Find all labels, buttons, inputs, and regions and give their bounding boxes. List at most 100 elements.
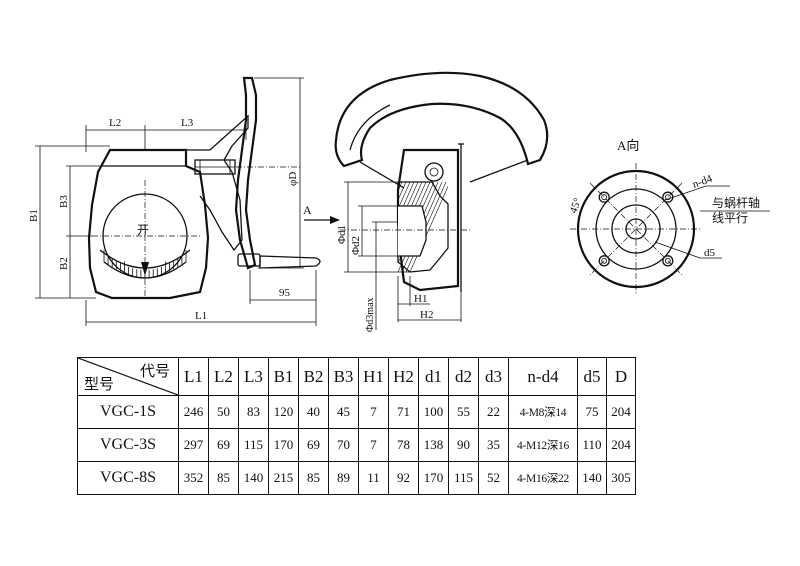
value-cell: 85 <box>298 461 329 495</box>
rim-inner-curve <box>349 104 391 151</box>
note-line2: 线平行 <box>712 211 748 225</box>
label-B3: B3 <box>58 195 70 208</box>
model-cell: VGC-3S <box>77 428 179 462</box>
value-cell: 7 <box>358 428 389 462</box>
housing-outline <box>87 148 210 300</box>
corner-bottom-label: 型号 <box>84 377 115 393</box>
corner-top-label: 代号 <box>139 364 170 380</box>
value-cell: 215 <box>268 461 299 495</box>
value-cell: 92 <box>388 461 419 495</box>
value-cell: 85 <box>208 461 239 495</box>
hatch-line <box>397 181 403 192</box>
scale-ticks <box>103 250 187 278</box>
col-header: n-d4 <box>508 357 578 396</box>
technical-drawing: 开 L2 L3 L1 95 B1 <box>28 71 770 332</box>
handwheel-rim-curved <box>334 71 549 168</box>
nd4-label: n-d4 <box>691 172 715 190</box>
value-cell: 71 <box>388 395 419 429</box>
model-cell: VGC-8S <box>77 461 179 495</box>
col-header: L1 <box>178 357 209 396</box>
value-cell: 70 <box>328 428 359 462</box>
left-dimensions: L2 L3 L1 95 B1 B3 B2 φD <box>28 77 317 326</box>
handle-grip <box>259 255 321 269</box>
value-cell: 115 <box>448 461 479 495</box>
handle-boss <box>237 253 261 267</box>
bolt-hole-inner <box>601 194 608 201</box>
hatch-line <box>397 181 407 201</box>
value-cell: 4-M8深14 <box>508 395 578 429</box>
arrow-A-label: A <box>303 203 312 217</box>
col-header: d3 <box>478 357 509 396</box>
label-d1: Φd1 <box>336 225 348 244</box>
value-cell: 7 <box>358 395 389 429</box>
bolt-hole-inner <box>664 257 671 264</box>
value-cell: 115 <box>238 428 269 462</box>
label-d3: Φd3max <box>365 297 376 332</box>
note-line1: 与蜗杆轴 <box>712 195 760 210</box>
value-cell: 69 <box>208 428 239 462</box>
d5-label: d5 <box>704 247 716 259</box>
value-cell: 140 <box>577 461 607 495</box>
value-cell: 138 <box>418 428 449 462</box>
hatch-line <box>397 181 411 210</box>
angle-45-label: 45° <box>568 196 585 215</box>
label-L2: L2 <box>109 117 121 129</box>
flange-view-A: A向 45° n-d4 与蜗杆轴 线平行 d5 <box>568 138 770 295</box>
col-header: B2 <box>298 357 329 396</box>
hatch-line <box>409 186 449 273</box>
corner-diagonal <box>78 358 178 395</box>
side-section-view: A Φd1 Φd2 Φd3max H1 H2 <box>303 71 549 332</box>
label-L3: L3 <box>181 117 194 129</box>
value-cell: 246 <box>178 395 209 429</box>
value-cell: 45 <box>328 395 359 429</box>
open-label: 开 <box>137 223 149 237</box>
spoke-right <box>469 159 529 183</box>
label-95: 95 <box>279 287 291 299</box>
value-cell: 352 <box>178 461 209 495</box>
value-cell: 120 <box>268 395 299 429</box>
value-cell: 204 <box>606 428 636 462</box>
value-cell: 170 <box>268 428 299 462</box>
table-header-row: 代号 型号 L1 L2 L3 B1 B2 B3 H1 H2 d1 d2 d3 n… <box>77 357 636 396</box>
spec-table: 代号 型号 L1 L2 L3 B1 B2 B3 H1 H2 d1 d2 d3 n… <box>77 357 636 495</box>
bolt-hole <box>598 191 610 203</box>
col-header: H1 <box>358 357 389 396</box>
value-cell: 204 <box>606 395 636 429</box>
value-cell: 100 <box>418 395 449 429</box>
bolt-hole <box>598 255 610 267</box>
bolt-hole-inner <box>664 194 671 201</box>
label-H1: H1 <box>414 293 427 305</box>
boss-hole <box>424 162 444 182</box>
value-cell: 305 <box>606 461 636 495</box>
value-cell: 55 <box>448 395 479 429</box>
value-cell: 90 <box>448 428 479 462</box>
model-cell: VGC-1S <box>77 395 179 429</box>
value-cell: 78 <box>388 428 419 462</box>
col-header: B1 <box>268 357 299 396</box>
value-cell: 140 <box>238 461 269 495</box>
label-B1: B1 <box>28 209 40 222</box>
value-cell: 75 <box>577 395 607 429</box>
col-header: L2 <box>208 357 239 396</box>
value-cell: 297 <box>178 428 209 462</box>
handwheel-rim <box>234 76 258 270</box>
spoke-left <box>359 161 405 189</box>
col-header: D <box>606 357 636 396</box>
col-header: H2 <box>388 357 419 396</box>
value-cell: 69 <box>298 428 329 462</box>
corner-cell: 代号 型号 <box>77 357 179 396</box>
col-header: d2 <box>448 357 479 396</box>
value-cell: 50 <box>208 395 239 429</box>
handwheel-side-view <box>186 76 321 270</box>
value-cell: 83 <box>238 395 269 429</box>
value-cell: 89 <box>328 461 359 495</box>
value-cell: 170 <box>418 461 449 495</box>
value-cell: 40 <box>298 395 329 429</box>
col-header: B3 <box>328 357 359 396</box>
label-B2: B2 <box>58 257 70 270</box>
gearbox-arm <box>186 114 249 252</box>
